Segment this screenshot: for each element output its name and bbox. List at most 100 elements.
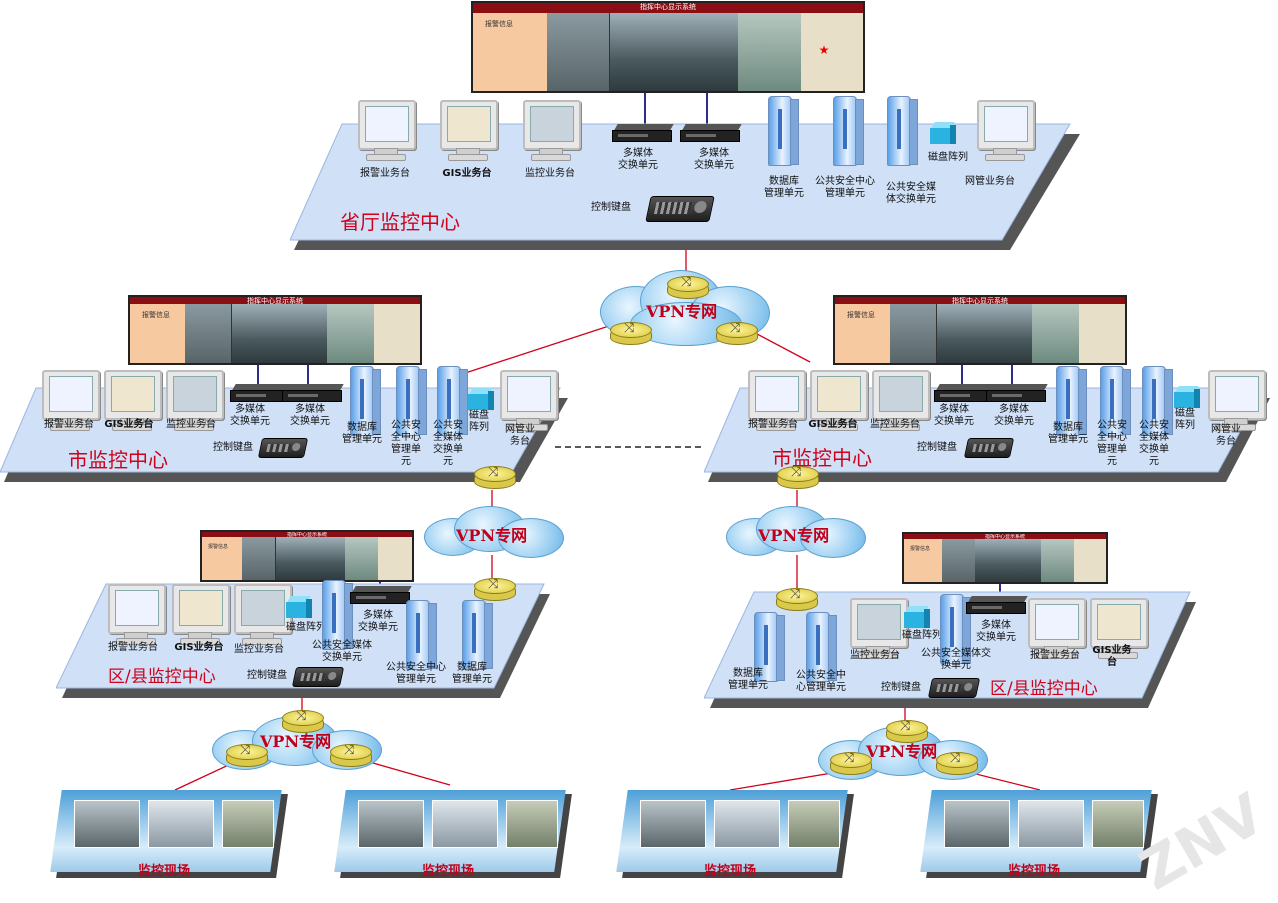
city-right-gis-monitor-icon bbox=[808, 370, 868, 431]
city-right-disk-icon bbox=[1174, 386, 1200, 408]
county-right-disk-label: 磁盘阵列 bbox=[902, 630, 942, 641]
city-right-alarm-monitor-icon bbox=[746, 370, 806, 431]
site-label: 监控现场 bbox=[1008, 864, 1061, 879]
city-right-pscenter-l4: 元 bbox=[1107, 456, 1117, 467]
city-left-pscenter-l4: 元 bbox=[401, 456, 411, 467]
county-left-pscenter-l2: 管理单元 bbox=[396, 674, 436, 685]
alarm-info-panel: 报警信息 bbox=[202, 537, 242, 580]
city-left-gis-label: GIS业务台 bbox=[104, 419, 154, 430]
router-city-right-icon bbox=[777, 465, 819, 489]
vpn-label-mid-left: VPN专网 bbox=[456, 526, 528, 545]
county-left-disk-label: 磁盘阵列 bbox=[286, 622, 326, 633]
county-left-pscenter-server-icon bbox=[406, 600, 437, 670]
vpn-cloud-mid-right: VPN专网 bbox=[726, 506, 866, 560]
city-right-db-line2: 管理单元 bbox=[1048, 434, 1088, 445]
vpn-label-bottom-left: VPN专网 bbox=[260, 732, 332, 751]
county-right-db-l1: 数据库 bbox=[733, 668, 763, 679]
county-left-alarm-label: 报警业务台 bbox=[108, 642, 158, 653]
city-left-disk-l2: 阵列 bbox=[469, 422, 489, 433]
city-right-monitor-monitor-icon bbox=[870, 370, 930, 431]
site-police-image bbox=[1018, 800, 1084, 848]
city-right-pscenter-server-icon bbox=[1100, 366, 1131, 436]
city-left-title: 市监控中心 bbox=[68, 448, 168, 472]
map-panel bbox=[378, 537, 412, 580]
router-bottom-left-l-icon bbox=[226, 743, 268, 767]
site-traffic-image bbox=[944, 800, 1010, 848]
city-left-psmedia-l3: 交换单 bbox=[433, 444, 463, 455]
province-switch1-icon bbox=[612, 124, 674, 142]
router-top-icon bbox=[667, 275, 709, 299]
router-city-left-icon bbox=[474, 465, 516, 489]
camera-panel bbox=[185, 304, 232, 363]
monitor-site-3: 监控现场 bbox=[616, 790, 854, 879]
display-wall-title: 指挥中心显示系统 bbox=[835, 297, 1125, 305]
city-left-keyboard-icon bbox=[257, 438, 309, 458]
county-right-alarm-label: 报警业务台 bbox=[1030, 650, 1080, 661]
bridge-panel bbox=[1041, 539, 1074, 582]
site-label: 监控现场 bbox=[138, 864, 191, 879]
county-right-db-server-icon bbox=[754, 612, 785, 682]
site-traffic-image bbox=[358, 800, 424, 848]
display-wall-title: 指挥中心显示系统 bbox=[130, 297, 420, 305]
bridge-panel bbox=[1032, 304, 1079, 363]
city-right-pscenter-l1: 公共安 bbox=[1097, 420, 1127, 431]
county-right-gis-l1: GIS业务 bbox=[1092, 645, 1132, 656]
province-pscenter-line2: 管理单元 bbox=[825, 188, 865, 199]
city-left-disk-icon bbox=[468, 388, 494, 410]
router-bottom-left-top-icon bbox=[282, 709, 324, 733]
city-right-netmgmt-l2: 务台 bbox=[1216, 436, 1236, 447]
city-left-netmgmt-monitor-icon bbox=[498, 370, 558, 431]
province-switch1-line2: 交换单元 bbox=[618, 160, 658, 171]
city-right-psmedia-l1: 公共安 bbox=[1139, 420, 1169, 431]
county-left-monitor-label: 监控业务台 bbox=[234, 644, 284, 655]
county-left-pscenter-l1: 公共安全中心 bbox=[386, 662, 446, 673]
county-left-switch-icon bbox=[350, 586, 412, 604]
site-police-image bbox=[432, 800, 498, 848]
province-psmedia-line2: 体交换单元 bbox=[886, 194, 936, 205]
router-county-right-icon bbox=[776, 587, 818, 611]
province-monitor-monitor-icon bbox=[521, 100, 581, 161]
province-switch2-line2: 交换单元 bbox=[694, 160, 734, 171]
county-left-psmedia-server-icon bbox=[322, 580, 353, 650]
traffic-panel bbox=[231, 304, 328, 363]
province-center-title: 省厅监控中心 bbox=[340, 210, 460, 234]
map-panel: ★ bbox=[800, 12, 863, 91]
site-crowd-image bbox=[1092, 800, 1144, 848]
city-left-netmgmt-l1: 网管业 bbox=[505, 424, 535, 435]
router-bottom-right-top-icon bbox=[886, 719, 928, 743]
province-psmedia-line1: 公共安全媒 bbox=[886, 182, 936, 193]
county-right-switch-l2: 交换单元 bbox=[976, 632, 1016, 643]
county-right-db-l2: 管理单元 bbox=[728, 680, 768, 691]
province-disk-array-icon bbox=[930, 122, 956, 144]
alarm-info-panel: 报警信息 bbox=[904, 539, 943, 582]
city-right-disk-l1: 磁盘 bbox=[1175, 408, 1195, 419]
province-db-server-icon bbox=[768, 96, 799, 166]
city-left-netmgmt-l2: 务台 bbox=[510, 436, 530, 447]
city-left-monitor-monitor-icon bbox=[164, 370, 224, 431]
site-label: 监控现场 bbox=[704, 864, 757, 879]
county-right-switch-l1: 多媒体 bbox=[981, 620, 1011, 631]
city-right-keyboard-label: 控制键盘 bbox=[917, 442, 957, 453]
site-crowd-image bbox=[788, 800, 840, 848]
city-left-keyboard-label: 控制键盘 bbox=[213, 442, 253, 453]
map-panel bbox=[1078, 304, 1125, 363]
city-left-disk-l1: 磁盘 bbox=[469, 410, 489, 421]
province-gis-monitor-icon bbox=[438, 100, 498, 161]
county-left-psmedia-l1: 公共安全媒体 bbox=[312, 640, 372, 651]
city-right-display-wall: 指挥中心显示系统 报警信息 bbox=[833, 295, 1127, 365]
traffic-panel bbox=[936, 304, 1033, 363]
county-right-title: 区/县监控中心 bbox=[990, 679, 1098, 699]
province-disk-label: 磁盘阵列 bbox=[928, 152, 968, 163]
county-right-psmedia-l1: 公共安全媒体交 bbox=[921, 648, 991, 659]
alarm-info-panel: 报警信息 bbox=[473, 12, 548, 91]
county-left-db-l1: 数据库 bbox=[457, 662, 487, 673]
site-crowd-image bbox=[222, 800, 274, 848]
province-db-line2: 管理单元 bbox=[764, 188, 804, 199]
county-right-disk-icon bbox=[904, 606, 930, 628]
city-right-switch2-line2: 交换单元 bbox=[994, 416, 1034, 427]
city-left-pscenter-l2: 全中心 bbox=[391, 432, 421, 443]
county-left-display-wall: 指挥中心显示系统 报警信息 bbox=[200, 530, 414, 582]
province-switch2-icon bbox=[680, 124, 742, 142]
province-alarm-label: 报警业务台 bbox=[360, 168, 410, 179]
province-pscenter-server-icon bbox=[833, 96, 864, 166]
